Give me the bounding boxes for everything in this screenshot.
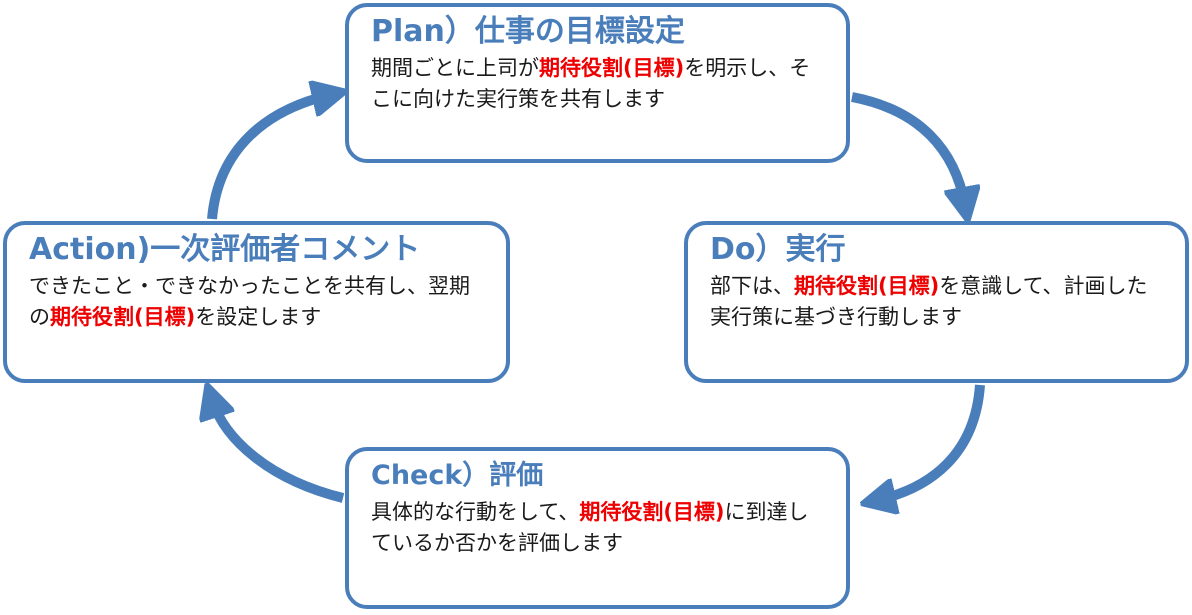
node-check-emphasis: 期待役割(目標) (579, 500, 725, 524)
node-action-emphasis: 期待役割(目標) (50, 305, 196, 329)
node-do-desc-pre: 部下は、 (710, 274, 794, 298)
arrow-check-to-action (212, 400, 345, 503)
arrow-action-to-plan (207, 95, 330, 220)
node-do-desc: 部下は、期待役割(目標)を意識して、計画した実行策に基づき行動します (710, 271, 1163, 333)
node-check-desc-post: に到達しているか否かを評価します (371, 500, 809, 555)
node-plan-title: Plan）仕事の目標設定 (371, 14, 685, 49)
arrow-do-to-check (878, 384, 985, 500)
node-plan-emphasis: 期待役割(目標) (539, 56, 685, 80)
arrow-plan-to-do (851, 92, 965, 205)
node-action-desc-pre: できたこと・できなかったことを共有し、翌期の (29, 274, 470, 329)
node-action-desc-post: を設定します (195, 305, 322, 329)
node-check-desc-pre: 具体的な行動をして、 (371, 500, 580, 524)
node-do-emphasis: 期待役割(目標) (794, 274, 940, 298)
node-check-title: Check）評価 (371, 460, 544, 491)
node-action-desc: できたこと・できなかったことを共有し、翌期の期待役割(目標)を設定します (29, 271, 484, 333)
node-plan-desc-post: を明示し、そこに向けた実行策を共有します (371, 56, 811, 111)
node-plan-desc: 期間ごとに上司が期待役割(目標)を明示し、そこに向けた実行策を共有します (371, 53, 824, 115)
node-do: Do）実行 部下は、期待役割(目標)を意識して、計画した実行策に基づき行動します (684, 221, 1189, 383)
node-action-title: Action)一次評価者コメント (29, 232, 421, 267)
node-plan: Plan）仕事の目標設定 期間ごとに上司が期待役割(目標)を明示し、そこに向けた… (345, 3, 850, 163)
node-do-title: Do）実行 (710, 232, 846, 267)
node-action: Action)一次評価者コメント できたこと・できなかったことを共有し、翌期の期… (3, 221, 510, 383)
node-plan-desc-pre: 期間ごとに上司が (371, 56, 539, 80)
node-check-desc: 具体的な行動をして、期待役割(目標)に到達しているか否かを評価します (371, 497, 824, 559)
node-do-desc-post: を意識して、計画した実行策に基づき行動します (710, 274, 1148, 329)
node-check: Check）評価 具体的な行動をして、期待役割(目標)に到達しているか否かを評価… (345, 447, 850, 609)
